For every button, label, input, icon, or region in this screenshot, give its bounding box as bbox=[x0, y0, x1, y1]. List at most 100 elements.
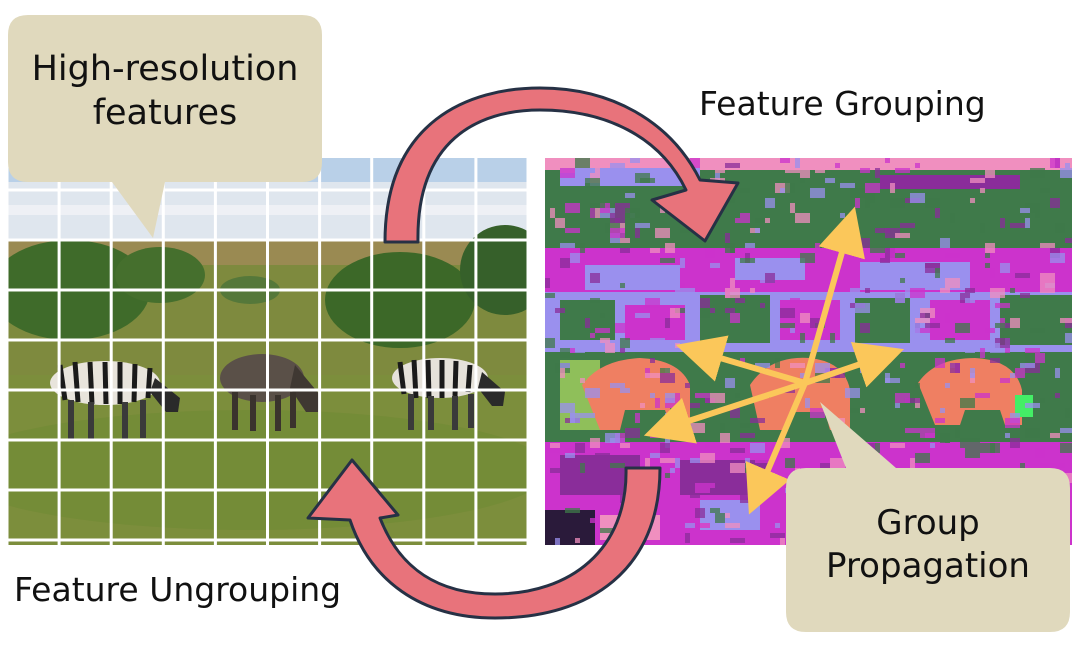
segment-pixel bbox=[790, 203, 795, 213]
segment-pixel bbox=[595, 328, 610, 333]
segment-pixel bbox=[780, 438, 790, 448]
segment-pixel bbox=[730, 538, 745, 543]
segment-pixel bbox=[590, 333, 595, 338]
segment-pixel bbox=[960, 438, 965, 448]
segment-pixel bbox=[885, 158, 890, 163]
segment-pixel bbox=[890, 443, 905, 448]
segment-pixel bbox=[995, 343, 1000, 348]
segment-pixel bbox=[1040, 283, 1055, 293]
segment-pixel bbox=[650, 248, 660, 253]
segment-pixel bbox=[1030, 328, 1045, 333]
segment-pixel bbox=[970, 198, 975, 203]
segment-pixel bbox=[605, 343, 615, 353]
segment-pixel bbox=[780, 158, 790, 163]
segment-pixel bbox=[765, 218, 770, 223]
segment-pixel bbox=[615, 203, 630, 213]
segment-pixel bbox=[935, 208, 940, 218]
segment-pixel bbox=[1010, 288, 1015, 293]
segment-pixel bbox=[770, 533, 785, 538]
segment-pixel bbox=[800, 373, 805, 378]
segment-pixel bbox=[1040, 398, 1045, 403]
segment-pixel bbox=[560, 363, 570, 368]
segment-pixel bbox=[555, 218, 565, 228]
segment-pixel bbox=[550, 468, 560, 473]
segment-pixel bbox=[665, 278, 670, 283]
segment-pixel bbox=[685, 523, 695, 528]
segment-pixel bbox=[600, 313, 605, 318]
segment-pixel bbox=[1040, 273, 1055, 283]
segment-pixel bbox=[790, 328, 795, 333]
segment-pixel bbox=[575, 443, 585, 453]
segment-pixel bbox=[895, 293, 905, 303]
segment-pixel bbox=[1035, 353, 1045, 363]
segment-pixel bbox=[590, 438, 600, 448]
segment-pixel bbox=[940, 288, 950, 293]
segment-pixel bbox=[725, 513, 730, 518]
segment-pixel bbox=[910, 458, 915, 468]
segment-pixel bbox=[705, 248, 715, 258]
segment-pixel bbox=[980, 188, 985, 193]
segment-pixel bbox=[585, 388, 600, 398]
segment-pixel bbox=[685, 533, 690, 543]
segment-pixel bbox=[740, 213, 750, 218]
segment-pixel bbox=[610, 163, 625, 168]
segment-pixel bbox=[725, 163, 740, 168]
segment-pixel bbox=[910, 288, 925, 298]
segment-pixel bbox=[570, 253, 580, 263]
segment-pixel bbox=[560, 348, 570, 358]
segment-pixel bbox=[895, 393, 910, 403]
segment-pixel bbox=[900, 278, 905, 283]
high-res-bubble bbox=[8, 15, 322, 238]
high-res-line-1: High-resolution bbox=[31, 49, 299, 89]
segment-pixel bbox=[935, 418, 945, 423]
segment-pixel bbox=[560, 243, 575, 248]
segment-pixel bbox=[550, 208, 555, 218]
segment-pixel bbox=[965, 298, 975, 303]
segment-pixel bbox=[635, 228, 640, 238]
segment-pixel bbox=[835, 163, 840, 168]
segment-pixel bbox=[565, 203, 580, 213]
segment-pixel bbox=[915, 453, 930, 463]
segment-pixel bbox=[905, 283, 910, 293]
segment-pixel bbox=[725, 288, 740, 298]
segment-pixel bbox=[710, 508, 715, 513]
segment-pixel bbox=[610, 463, 625, 468]
high-res-line-2: features bbox=[92, 92, 238, 133]
segment-pixel bbox=[700, 453, 715, 463]
segment-pixel bbox=[810, 188, 825, 198]
segment-pixel bbox=[635, 223, 650, 228]
segment-pixel bbox=[560, 403, 575, 413]
segment-pixel bbox=[670, 308, 680, 318]
segment-pixel bbox=[945, 338, 955, 343]
segment-pixel bbox=[905, 398, 920, 403]
segment-pixel bbox=[1025, 348, 1040, 353]
segment-pixel bbox=[620, 238, 630, 243]
segment-pixel bbox=[870, 248, 885, 253]
segment-pixel bbox=[990, 348, 1005, 353]
segment-pixel bbox=[575, 538, 580, 543]
segment-pixel bbox=[670, 468, 675, 473]
segment-pixel bbox=[810, 318, 820, 328]
segment-pixel bbox=[815, 243, 820, 253]
segment-pixel bbox=[635, 313, 650, 318]
segment-pixel bbox=[1025, 203, 1040, 213]
segment-pixel bbox=[670, 408, 680, 418]
segment-pixel bbox=[690, 423, 705, 433]
segment-pixel bbox=[860, 238, 870, 248]
segment-pixel bbox=[790, 298, 800, 303]
segment-pixel bbox=[785, 163, 800, 173]
segment-pixel bbox=[740, 433, 755, 438]
group-line-1: Group bbox=[876, 503, 980, 543]
segment-pixel bbox=[765, 198, 775, 208]
segment-pixel bbox=[730, 313, 740, 323]
segment-pixel bbox=[945, 278, 960, 288]
segment-pixel bbox=[1050, 253, 1065, 263]
segment-pixel bbox=[635, 353, 640, 358]
segment-pixel bbox=[620, 338, 630, 348]
segment-pixel bbox=[955, 428, 960, 438]
segment-pixel bbox=[545, 293, 555, 298]
segment-pixel bbox=[865, 193, 875, 203]
segment-pixel bbox=[925, 263, 940, 268]
segment-pixel bbox=[810, 408, 825, 418]
segment-pixel bbox=[895, 403, 900, 408]
